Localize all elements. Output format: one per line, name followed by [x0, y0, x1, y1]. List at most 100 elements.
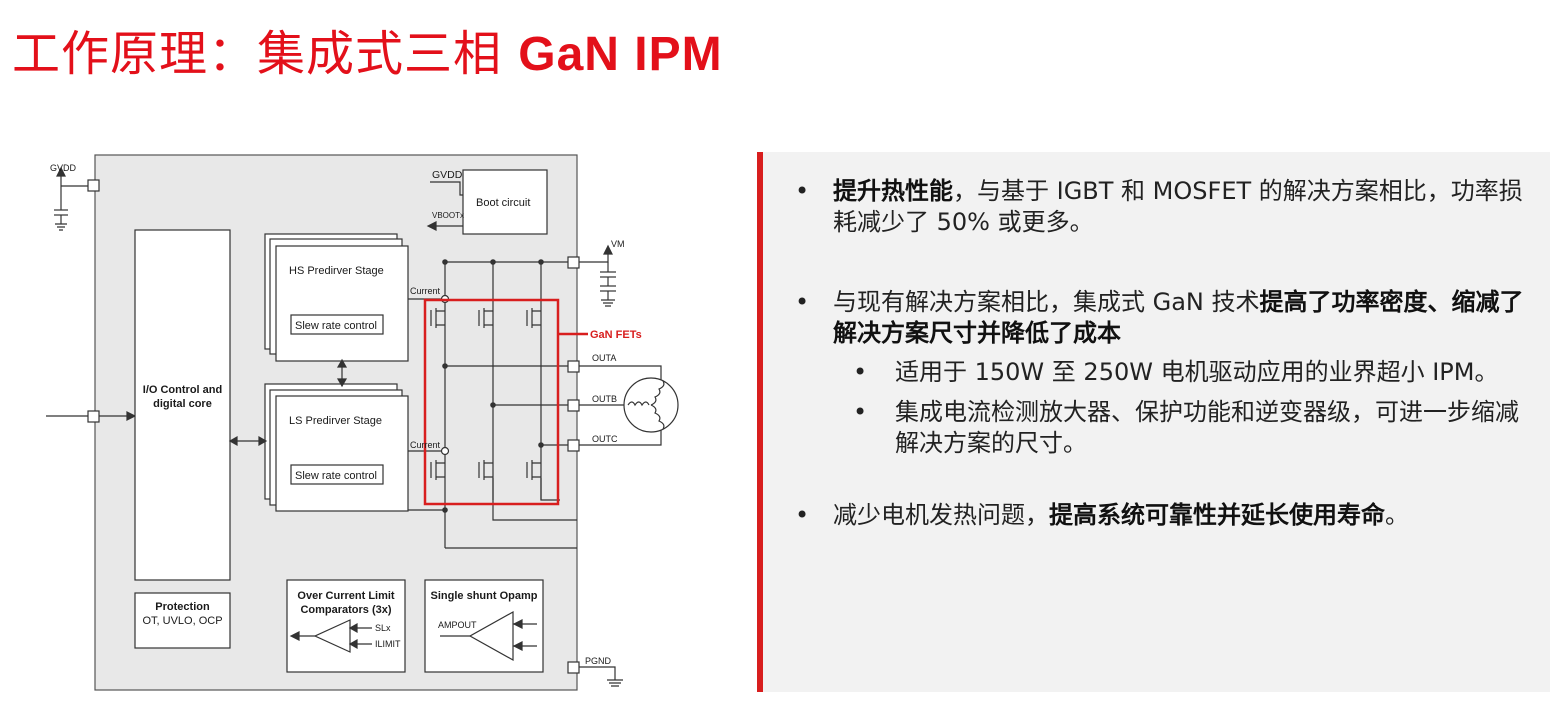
- page-title: 工作原理：集成式三相 GaN IPM: [12, 22, 723, 87]
- ocl-comparator-icon: [313, 619, 351, 653]
- label-slx: SLx: [375, 623, 391, 633]
- label-hs-stage: HS Predirver Stage: [289, 265, 384, 277]
- gan-fet-hs-c: [526, 308, 541, 328]
- title-cn: 工作原理：集成式三相: [12, 26, 519, 82]
- label-pgnd: PGND: [585, 656, 612, 666]
- label-vboot: VBOOTx: [432, 211, 464, 220]
- hs-predriver-block: [275, 245, 409, 362]
- boot-circuit-block: [462, 169, 548, 235]
- motor-coil-c: [650, 404, 665, 430]
- leg-b-return: [492, 478, 577, 521]
- gvdd-boot-wire: [430, 181, 463, 196]
- label-ls-stage: LS Predirver Stage: [289, 415, 382, 427]
- motor-coil-b: [650, 380, 665, 406]
- sub-benefit-integration-text: 集成电流检测放大器、保护功能和逆变器级，可进一步缩减解决方案的尺寸。: [895, 398, 1519, 457]
- gan-fet-ls-a: [430, 460, 445, 480]
- junction-dot: [490, 402, 496, 408]
- pin-pgnd: [567, 661, 580, 674]
- junction-dot: [538, 259, 544, 265]
- opamp-plus-arrow-icon: [512, 641, 523, 651]
- sub-bullet-marker: •: [853, 398, 868, 426]
- benefit-density-text: 与现有解决方案相比，集成式 GaN 技术: [833, 288, 1260, 316]
- benefit-reliability-end: 。: [1385, 501, 1409, 529]
- opamp-symbol-icon: [468, 610, 514, 662]
- leg-c-return: [540, 478, 560, 501]
- sub-benefit-size-text: 适用于 150W 至 250W 电机驱动应用的业界超小 IPM。: [895, 358, 1499, 386]
- gvdd-arrow-icon: [56, 166, 66, 177]
- label-ilimit: ILIMIT: [375, 639, 401, 649]
- benefits-panel: • 提升热性能，与基于 IGBT 和 MOSFET 的解决方案相比，功率损耗减少…: [757, 152, 1550, 692]
- label-slew-hs: Slew rate control: [295, 320, 377, 332]
- junction-dot: [490, 259, 496, 265]
- bullet-marker: •: [795, 501, 810, 529]
- label-vm: VM: [611, 239, 625, 249]
- io-control-block: [134, 229, 231, 581]
- gan-fets-highlight: [423, 298, 560, 506]
- pin-gvdd: [87, 179, 100, 192]
- benefit-density-bold: 提高了功率密度、缩减了解决方案尺寸并降低了成本: [833, 288, 1524, 347]
- benefit-thermal-bold: 提升热性能: [833, 177, 953, 205]
- gan-fet-hs-b: [478, 308, 493, 328]
- ls-predriver-block: [275, 395, 409, 512]
- label-opamp: Single shunt Opamp: [431, 590, 538, 602]
- junction-dot: [538, 442, 544, 448]
- title-en: GaN IPM: [518, 28, 723, 81]
- protection-block: [134, 592, 231, 649]
- ocl-out-arrow-icon: [289, 631, 300, 641]
- label-outb: OUTB: [592, 394, 617, 404]
- gan-fet-ls-c: [526, 460, 541, 480]
- outa-motor-wire: [579, 365, 662, 383]
- label-gvdd-left: GVDD: [50, 163, 77, 173]
- pgnd-ground-icon: [607, 679, 623, 687]
- label-outa: OUTA: [592, 353, 616, 363]
- io-arrow-left-icon: [228, 435, 238, 447]
- label-protection-2: OT, UVLO, OCP: [142, 615, 222, 627]
- hs-ls-arrow-down-icon: [336, 378, 348, 388]
- ocl-slx-arrow-icon: [348, 622, 358, 634]
- label-gan-fets: GaN FETs: [590, 329, 642, 341]
- pin-outc: [567, 439, 580, 452]
- junction-dot: [442, 363, 448, 369]
- label-slew-ls: Slew rate control: [295, 470, 377, 482]
- gvdd-ground-icon: [55, 223, 67, 231]
- benefit-thermal-text: ，与基于 IGBT 和 MOSFET 的解决方案相比，功率损耗减少了 50% 或…: [833, 177, 1523, 236]
- bullet-marker: •: [795, 288, 810, 316]
- gan-fet-ls-b: [478, 460, 493, 480]
- motor-coil-a: [627, 401, 650, 407]
- input-arrow-icon: [126, 411, 137, 421]
- gan-fet-hs-a: [430, 308, 445, 328]
- label-io-control-2: digital core: [153, 398, 212, 410]
- label-outc: OUTC: [592, 434, 618, 444]
- label-io-control-1: I/O Control and: [143, 384, 222, 396]
- opamp-minus-arrow-icon: [512, 619, 523, 629]
- vboot-arrow-icon: [426, 221, 437, 231]
- ls-current-node: [440, 446, 450, 456]
- benefit-reliability-bold: 提高系统可靠性并延长使用寿命: [1049, 501, 1385, 529]
- pgnd-wire: [579, 666, 616, 680]
- pin-vm: [567, 256, 580, 269]
- label-protection-1: Protection: [155, 601, 210, 613]
- hs-ls-arrow-up-icon: [336, 358, 348, 368]
- junction-dot: [442, 259, 448, 265]
- pin-input: [87, 410, 100, 423]
- pin-outb: [567, 399, 580, 412]
- benefit-reliability-text: 减少电机发热问题，: [833, 501, 1049, 529]
- label-boot-circuit: Boot circuit: [476, 197, 530, 209]
- label-ocl-2: Comparators (3x): [300, 604, 391, 616]
- label-current-hs: Current: [410, 286, 441, 296]
- outc-motor-wire: [579, 428, 662, 446]
- hs-slew-rate-box: [290, 314, 384, 335]
- pin-outa: [567, 360, 580, 373]
- ls-slew-rate-box: [290, 464, 384, 485]
- opamp-block: [424, 579, 544, 673]
- bullet-marker: •: [795, 177, 810, 205]
- ocl-ilimit-arrow-icon: [348, 638, 358, 650]
- vm-ground-icon: [601, 299, 615, 307]
- vm-arrow-icon: [603, 244, 613, 255]
- ls-arrow-right-icon: [258, 435, 268, 447]
- label-ampout: AMPOUT: [438, 620, 477, 630]
- sub-bullet-marker: •: [853, 358, 868, 386]
- label-current-ls: Current: [410, 440, 441, 450]
- label-ocl-1: Over Current Limit: [297, 590, 395, 602]
- label-gvdd-boot: GVDD: [432, 169, 463, 181]
